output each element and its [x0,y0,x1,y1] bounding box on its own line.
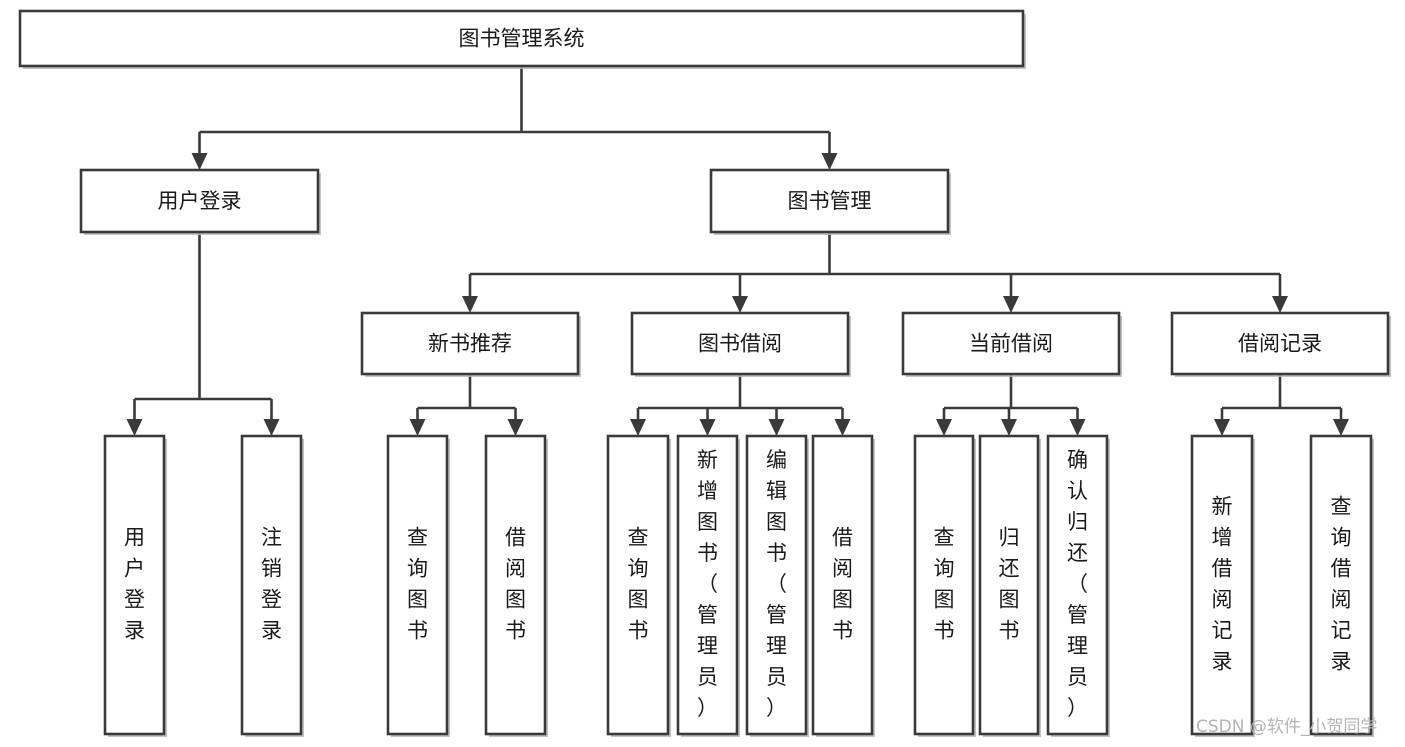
node-leaf-query-borrow-record[interactable]: 查询借阅记录 [1309,434,1374,737]
node-box[interactable] [913,434,975,736]
node-label: 借阅记录 [1238,332,1322,356]
node-box[interactable] [676,434,739,736]
arrow-head-icon [191,153,208,170]
node-new-book-recommend[interactable]: 新书推荐 [360,311,581,377]
node-label: 新增借阅记录 [1212,495,1233,674]
node-book-management[interactable]: 图书管理 [709,168,951,235]
node-root[interactable]: 图书管理系统 [18,9,1026,69]
node-label: 借阅图书 [832,526,853,643]
node-user-login[interactable]: 用户登录 [79,168,321,235]
node-box[interactable] [386,434,449,736]
node-leaf-return-book[interactable]: 归还图书 [978,434,1041,737]
node-leaf-query-book-borrow[interactable]: 查询图书 [606,434,671,737]
arrow-head-icon [630,419,646,436]
node-label: 注销登录 [261,526,282,643]
node-label: 编辑图书（管理员） [766,448,787,720]
node-book-borrow[interactable]: 图书借阅 [630,311,851,377]
node-box[interactable] [1190,434,1254,736]
node-label: 归还图书 [999,526,1020,643]
node-label: 借阅图书 [505,526,526,643]
node-label: 图书管理系统 [459,27,585,51]
node-leaf-edit-book-admin[interactable]: 编辑图书（管理员） [745,434,809,737]
node-box[interactable] [709,168,950,234]
arrow-head-icon [768,419,785,436]
arrow-head-icon [126,419,143,436]
node-borrow-record[interactable]: 借阅记录 [1170,311,1391,377]
arrow-head-icon [507,419,524,436]
watermark-layer: CSDN @软件_小贺同学 [1196,717,1377,737]
arrow-head-icon [936,419,952,436]
arrow-head-icon [732,296,748,313]
node-current-borrow[interactable]: 当前借阅 [901,311,1122,377]
node-leaf-user-login[interactable]: 用户登录 [103,434,167,737]
node-leaf-user-logout[interactable]: 注销登录 [240,434,304,737]
arrow-head-icon [1272,296,1288,313]
node-leaf-confirm-return-admin[interactable]: 确认归还（管理员） [1046,434,1110,737]
arrow-head-icon [1333,419,1349,436]
node-leaf-query-book-recommend[interactable]: 查询图书 [386,434,450,737]
connector-layer [126,66,1349,436]
arrow-head-icon [1069,419,1086,436]
node-box[interactable] [1309,434,1373,736]
node-leaf-borrow-book-recommend[interactable]: 借阅图书 [484,434,548,737]
node-label: 图书管理 [788,189,872,213]
node-leaf-query-book-current[interactable]: 查询图书 [913,434,976,737]
node-label: 当前借阅 [969,332,1053,356]
node-label: 图书借阅 [698,332,782,356]
node-box[interactable] [79,168,320,234]
node-label: 查询图书 [407,526,428,643]
csdn-watermark: CSDN @软件_小贺同学 [1196,717,1377,737]
node-box[interactable] [18,9,1025,68]
node-label: 用户登录 [124,526,145,643]
node-label: 新书推荐 [428,332,512,356]
node-label: 用户登录 [158,189,242,213]
node-box[interactable] [1046,434,1109,736]
arrow-head-icon [1001,419,1017,436]
arrow-head-icon [462,296,478,313]
node-box[interactable] [630,311,850,376]
arrow-head-icon [1214,419,1230,436]
node-box[interactable] [360,311,580,376]
node-leaf-add-borrow-record[interactable]: 新增借阅记录 [1190,434,1255,737]
node-box[interactable] [240,434,303,736]
node-leaf-add-book-admin[interactable]: 新增图书（管理员） [676,434,740,737]
arrow-head-icon [834,419,851,436]
arrow-head-icon [821,153,838,170]
node-layer: 图书管理系统用户登录图书管理新书推荐图书借阅当前借阅借阅记录用户登录注销登录查询… [18,9,1391,737]
arrow-head-icon [699,419,716,436]
node-box[interactable] [1170,311,1390,376]
arrow-head-icon [409,419,426,436]
node-box[interactable] [606,434,670,736]
node-label: 新增图书（管理员） [697,448,718,720]
node-box[interactable] [745,434,808,736]
node-label: 确认归还（管理员） [1067,448,1088,720]
node-box[interactable] [901,311,1121,376]
node-label: 查询图书 [934,526,955,643]
node-box[interactable] [978,434,1040,736]
arrow-head-icon [1003,296,1019,313]
node-label: 查询图书 [628,526,649,643]
node-label: 查询借阅记录 [1331,495,1352,674]
node-box[interactable] [811,434,874,736]
node-leaf-borrow-book[interactable]: 借阅图书 [811,434,875,737]
arrow-head-icon [263,419,280,436]
node-box[interactable] [103,434,166,736]
node-box[interactable] [484,434,547,736]
